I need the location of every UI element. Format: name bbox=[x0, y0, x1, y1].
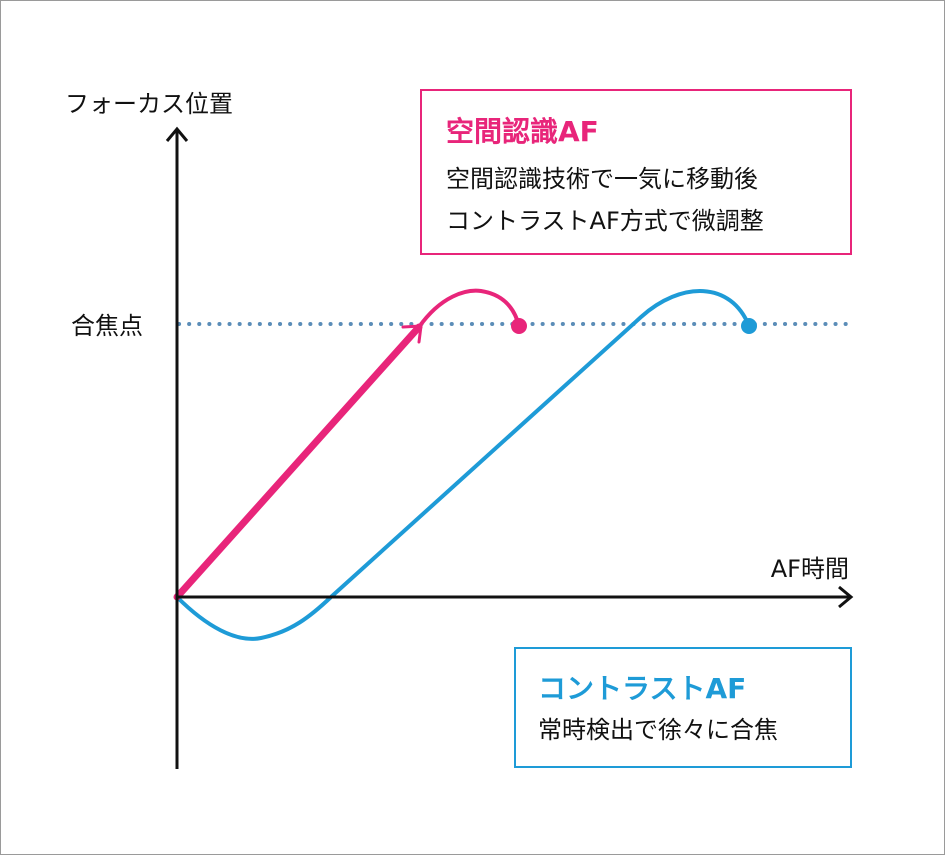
axes bbox=[165, 126, 854, 769]
contrast-af-endpoint bbox=[741, 318, 757, 334]
y-axis-arrowhead bbox=[165, 126, 189, 142]
contrast-af-legend-box bbox=[514, 647, 852, 768]
contrast-af-legend: コントラストAF 常時検出で徐々に合焦 bbox=[514, 647, 852, 768]
spatial-af-line-1: 空間認識技術で一気に移動後 bbox=[446, 165, 758, 193]
spatial-af-arrow bbox=[173, 323, 423, 601]
contrast-af-title: コントラストAF bbox=[538, 672, 746, 705]
contrast-af-curve bbox=[175, 289, 751, 641]
y-axis-label: フォーカス位置 bbox=[65, 90, 233, 118]
spatial-af-legend: 空間認識AF 空間認識技術で一気に移動後 コントラストAF方式で微調整 bbox=[420, 89, 852, 255]
spatial-af-line-2: コントラストAF方式で微調整 bbox=[446, 207, 764, 235]
spatial-af-title: 空間認識AF bbox=[446, 115, 599, 148]
spatial-af-endpoint bbox=[511, 318, 527, 334]
x-axis-label: AF時間 bbox=[771, 555, 849, 583]
spatial-af-curve bbox=[417, 288, 521, 329]
x-axis-arrowhead bbox=[838, 585, 854, 609]
spatial-af-legend-box bbox=[420, 89, 852, 255]
focus-point-label: 合焦点 bbox=[71, 312, 143, 340]
contrast-af-line-1: 常時検出で徐々に合焦 bbox=[538, 716, 778, 744]
